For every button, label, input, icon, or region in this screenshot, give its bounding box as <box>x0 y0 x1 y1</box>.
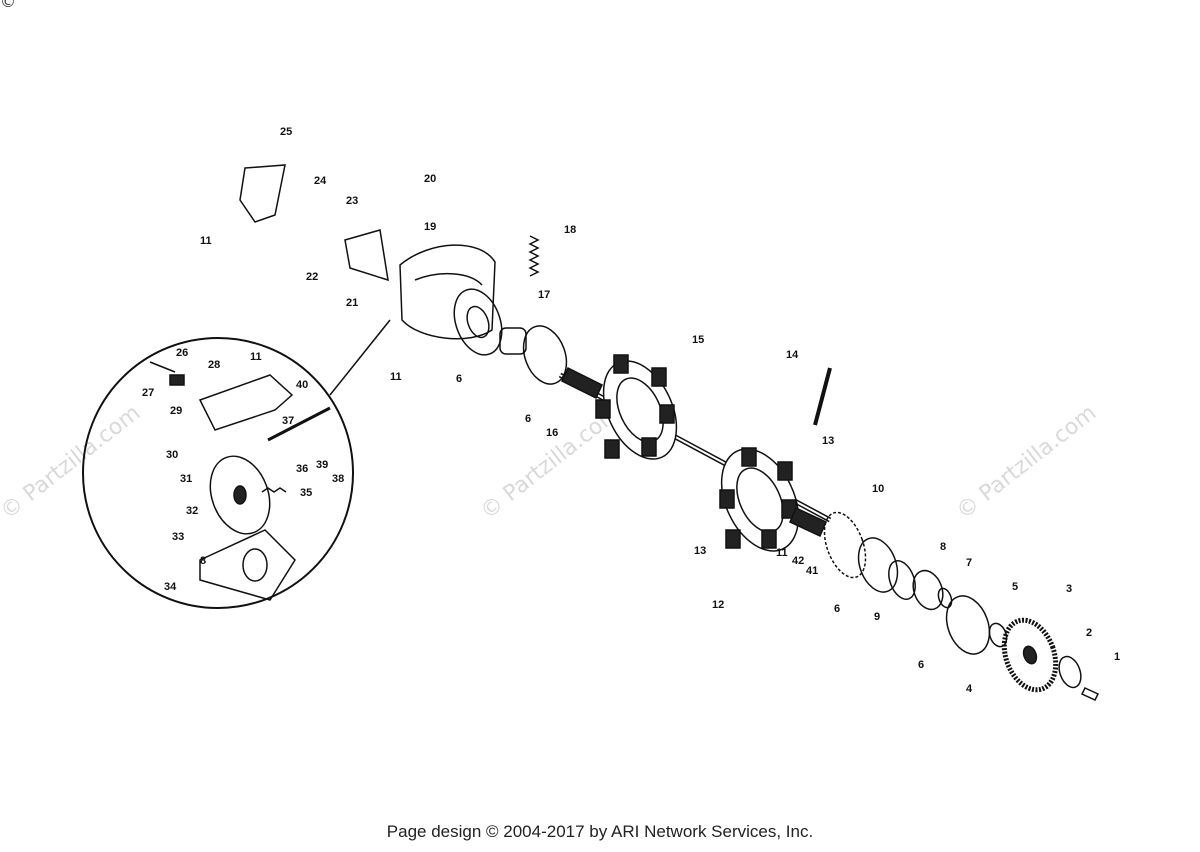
right-drive-sprocket <box>719 447 800 552</box>
brake-disc <box>823 511 867 579</box>
callout-7: 7 <box>966 557 972 569</box>
callout-27: 27 <box>142 387 154 399</box>
callout-39: 39 <box>316 459 328 471</box>
callout-3: 3 <box>1066 583 1072 595</box>
callout-26: 26 <box>176 347 188 359</box>
bushing-17 <box>499 327 527 355</box>
flange-6 <box>945 595 991 655</box>
bracket <box>344 229 389 282</box>
callout-28: 28 <box>208 359 220 371</box>
callout-40: 40 <box>296 379 308 391</box>
callout-25: 25 <box>280 126 292 138</box>
callout-13a: 13 <box>822 435 834 447</box>
bearing-8 <box>912 569 944 611</box>
copyright-symbol-icon: © <box>0 0 16 11</box>
spring-35 <box>261 487 287 493</box>
callout-5: 5 <box>1012 581 1018 593</box>
callout-29: 29 <box>170 405 182 417</box>
callout-11a: 11 <box>200 235 212 247</box>
callout-41: 41 <box>806 565 818 577</box>
callout-19: 19 <box>424 221 436 233</box>
callout-10: 10 <box>872 483 884 495</box>
callout-20: 20 <box>424 173 436 185</box>
callout-38: 38 <box>332 473 344 485</box>
callout-2: 2 <box>1086 627 1092 639</box>
callout-37: 37 <box>282 415 294 427</box>
cover-25 <box>239 164 286 223</box>
bolt-26 <box>149 361 176 373</box>
left-spline <box>561 366 603 400</box>
callout-6d: 6 <box>918 659 924 671</box>
callout-16: 16 <box>546 427 558 439</box>
callout-15: 15 <box>692 334 704 346</box>
washer-6 <box>857 537 899 593</box>
callout-9: 9 <box>874 611 880 623</box>
brake-detail-inset <box>82 337 354 609</box>
pin-14 <box>813 367 832 426</box>
callout-32: 32 <box>186 505 198 517</box>
callout-6c: 6 <box>834 603 840 615</box>
callout-42: 42 <box>792 555 804 567</box>
flange-6-b <box>522 325 568 385</box>
spacer-9 <box>888 560 916 600</box>
callout-33: 33 <box>172 531 184 543</box>
callout-14: 14 <box>786 349 799 361</box>
callout-23: 23 <box>346 195 358 207</box>
driven-gear <box>1001 617 1059 693</box>
callout-34: 34 <box>164 581 177 593</box>
inset-leader-line <box>329 319 391 396</box>
callout-18: 18 <box>564 224 576 236</box>
callout-1: 1 <box>1114 651 1120 663</box>
callout-35: 35 <box>300 487 312 499</box>
callout-6a: 6 <box>456 373 462 385</box>
chaincase-housing <box>399 244 496 340</box>
callout-11d: 11 <box>776 547 788 559</box>
washer-2 <box>1058 655 1082 689</box>
callout-4: 4 <box>966 683 973 695</box>
lever-36 <box>267 406 331 442</box>
callout-31: 31 <box>180 473 192 485</box>
callout-36: 36 <box>296 463 308 475</box>
spring-18 <box>528 235 540 277</box>
callout-11b: 11 <box>390 371 402 383</box>
mount-bracket-34 <box>199 529 296 601</box>
left-drive-sprocket <box>595 354 678 460</box>
nut-28 <box>169 374 185 386</box>
callout-11c: 11 <box>250 351 262 363</box>
callout-8: 8 <box>940 541 946 553</box>
page-footer-copyright: Page design © 2004-2017 by ARI Network S… <box>386 822 814 841</box>
left-flange-6 <box>453 288 503 356</box>
callout-21: 21 <box>346 297 358 309</box>
callout-30: 30 <box>166 449 178 461</box>
diagram-drawing <box>82 164 1100 701</box>
callout-17: 17 <box>538 289 550 301</box>
callout-12: 12 <box>712 599 724 611</box>
callout-8b: 8 <box>200 555 206 567</box>
right-spline <box>789 506 827 538</box>
callout-13b: 13 <box>694 545 706 557</box>
callout-24: 24 <box>314 175 327 187</box>
bolt-1 <box>1080 687 1100 701</box>
callout-6b: 6 <box>525 413 531 425</box>
callout-22: 22 <box>306 271 318 283</box>
caliper-30 <box>198 374 294 431</box>
